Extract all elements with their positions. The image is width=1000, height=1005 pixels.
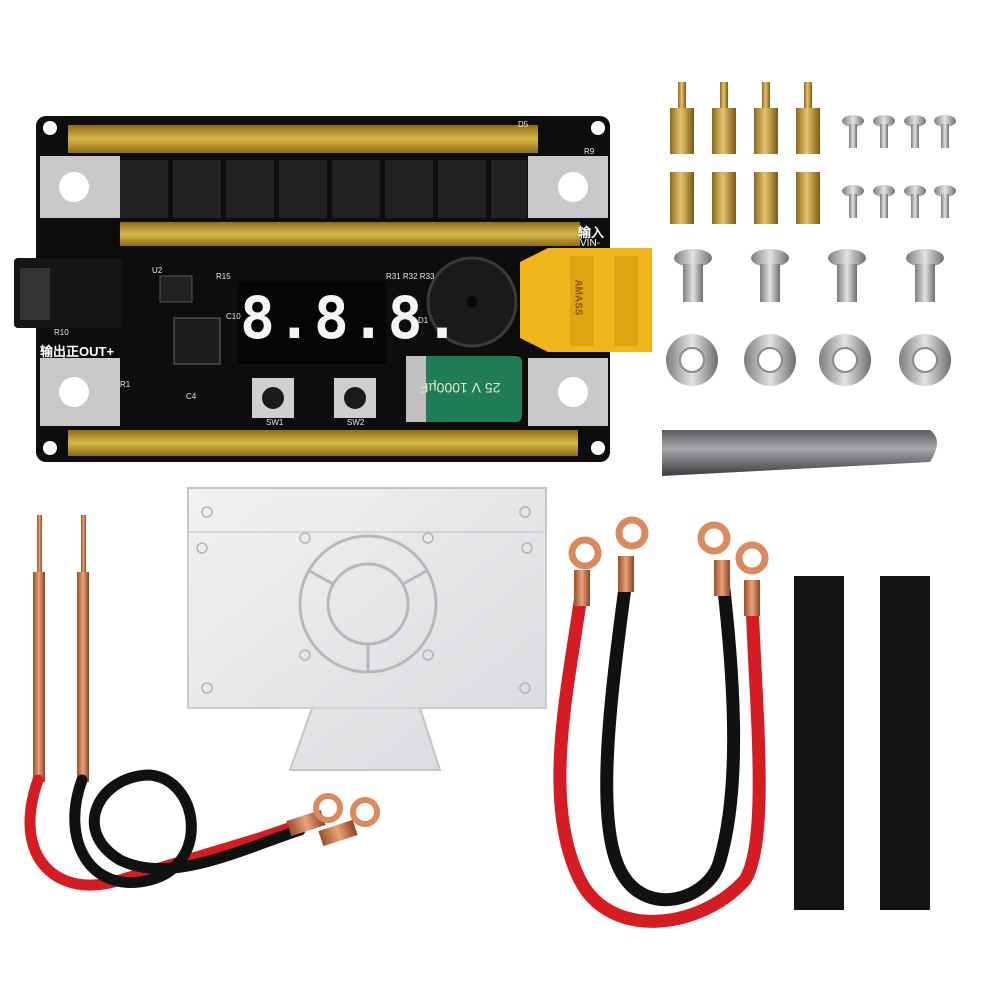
- gold-busbar-middle: [120, 222, 580, 246]
- label-r15: R15: [216, 272, 231, 281]
- mosfet-row: [120, 160, 527, 218]
- small-screw-icon: [904, 185, 926, 218]
- button-sw1: [252, 378, 294, 418]
- button-sw2: [334, 378, 376, 418]
- label-d5: D5: [518, 120, 529, 129]
- label-r1: R1: [120, 380, 131, 389]
- hex-nut-icon: [819, 334, 871, 386]
- label-c4: C4: [186, 392, 197, 401]
- standoff-icon: [670, 82, 694, 154]
- hex-nut-icon: [899, 334, 951, 386]
- hex-nut-icon: [666, 334, 718, 386]
- seven-segment-display: [238, 282, 386, 364]
- heat-shrink-tube: [880, 576, 930, 910]
- welding-pens: [24, 515, 380, 891]
- mount-hole-icon: [558, 172, 588, 202]
- power-cable-black: [600, 573, 741, 906]
- standoff-nut-icon: [754, 172, 778, 224]
- label-vin: VIN-: [580, 238, 600, 249]
- control-board: [14, 116, 652, 462]
- label-c10: C10: [226, 312, 241, 321]
- small-screw-icon: [873, 185, 895, 218]
- standoff-nut-icon: [712, 172, 736, 224]
- small-screw-icon: [873, 115, 895, 148]
- ring-terminal-icon: [697, 521, 731, 596]
- large-screw-icon: [674, 249, 712, 302]
- brass-standoffs: [670, 82, 820, 224]
- electrolytic-capacitor: [406, 356, 522, 422]
- pen-rod-left: [33, 572, 45, 782]
- ring-terminal-icon: [286, 793, 343, 837]
- xt60-connector: [520, 248, 652, 352]
- pen-tip-left: [37, 515, 42, 575]
- ring-terminal-icon: [568, 536, 602, 606]
- mount-hole-icon: [59, 377, 89, 407]
- label-r9: R9: [584, 147, 595, 156]
- small-screws: [842, 115, 956, 218]
- acrylic-cover: [187, 487, 547, 771]
- connector-text: AMASS: [572, 279, 584, 316]
- mount-hole-icon: [558, 377, 588, 407]
- heat-shrink-tube: [794, 576, 844, 910]
- large-screw-icon: [906, 249, 944, 302]
- standoff-icon: [712, 82, 736, 154]
- small-screw-icon: [842, 185, 864, 218]
- small-screw-icon: [842, 115, 864, 148]
- small-screw-icon: [904, 115, 926, 148]
- gold-busbar-top: [68, 125, 538, 153]
- standoff-icon: [754, 82, 778, 154]
- power-cables: [553, 516, 769, 928]
- power-cable-red: [553, 581, 766, 928]
- ring-terminal-icon: [615, 516, 649, 592]
- gold-busbar-bottom: [68, 430, 578, 456]
- capacitor-text: 25 V 1000µF: [420, 380, 501, 396]
- label-out: 输出正OUT+: [40, 344, 115, 359]
- mount-hole-icon: [59, 172, 89, 202]
- label-r10: R10: [54, 328, 69, 337]
- small-screw-icon: [934, 115, 956, 148]
- nickel-strip: [662, 430, 937, 476]
- pen-cable-black: [69, 769, 306, 888]
- hex-nut-icon: [744, 334, 796, 386]
- small-screw-icon: [934, 185, 956, 218]
- label-d1: D1: [418, 316, 429, 325]
- ring-terminal-icon: [735, 541, 769, 616]
- label-sw2: SW2: [347, 418, 365, 427]
- ring-terminal-icon: [318, 797, 380, 847]
- label-in: 输入: [578, 225, 605, 240]
- label-r31: R31 R32 R33: [386, 272, 435, 281]
- large-screw-icon: [828, 249, 866, 302]
- hex-nuts: [666, 334, 951, 386]
- label-u2: U2: [152, 266, 163, 275]
- display-digits: 8.8.8.: [240, 284, 462, 352]
- standoff-nut-icon: [670, 172, 694, 224]
- standoff-icon: [796, 82, 820, 154]
- microcontroller-chip: [173, 317, 221, 365]
- pen-tip-right: [81, 515, 86, 575]
- large-screws: [674, 249, 944, 302]
- large-screw-icon: [751, 249, 789, 302]
- standoff-nut-icon: [796, 172, 820, 224]
- heat-shrink-tubes: [794, 576, 930, 910]
- pen-rod-right: [77, 572, 89, 782]
- label-sw1: SW1: [266, 418, 284, 427]
